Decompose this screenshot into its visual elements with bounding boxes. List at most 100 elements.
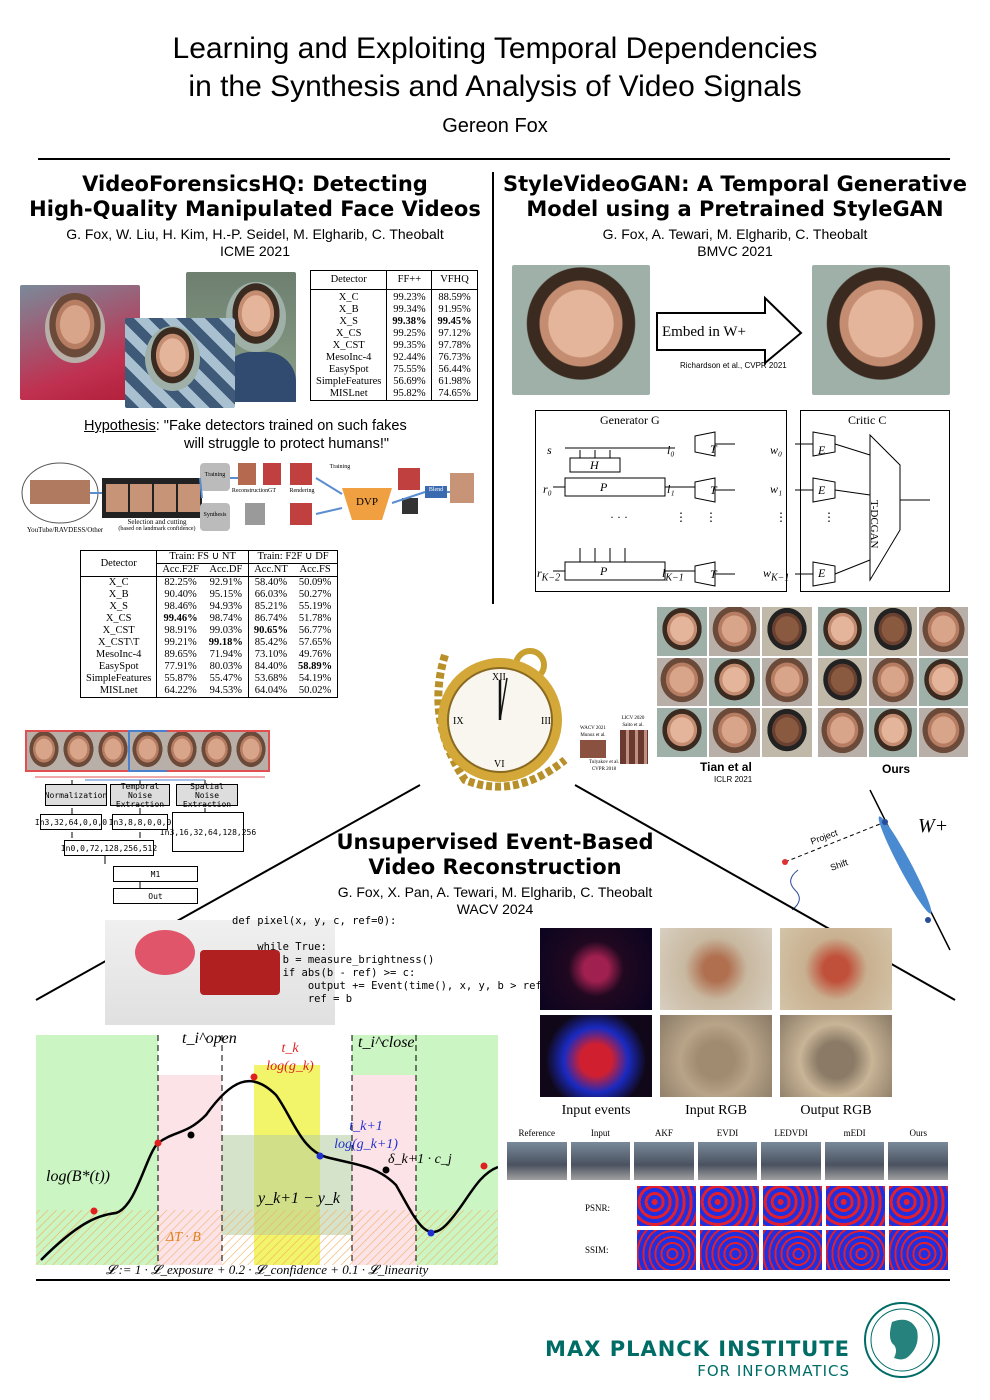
output-frame: [450, 473, 474, 503]
psnr-map: [637, 1186, 696, 1226]
output-rgb-cube: [780, 928, 892, 1010]
tian-face: [657, 607, 708, 656]
event-title-line1: Unsupervised Event-Based: [336, 830, 654, 854]
table2-value-cell: 98.74%: [209, 613, 243, 624]
table1-value-cell: 92.44%: [386, 352, 432, 364]
blend-box: [425, 486, 447, 498]
institute-sub: FOR INFORMATICS: [697, 1362, 850, 1380]
ours-face-grid: [818, 607, 968, 757]
ours-face: [818, 607, 867, 656]
table2-value-cell: 89.65%: [156, 649, 204, 661]
vfhq-pipeline: YouTube/RAVDESS/Other Selection and cutt…: [20, 458, 490, 540]
ref-thumb-2: [620, 730, 648, 764]
table1-value-cell: 95.82%: [386, 388, 432, 401]
log-gk1-text: log(g_k+1): [334, 1137, 398, 1152]
ref-saito: Saito et al.: [622, 723, 644, 728]
table1-detector-cell: X_B: [338, 304, 359, 315]
table2-value-cell: 53.68%: [247, 673, 294, 685]
event-header: Unsupervised Event-Based Video Reconstru…: [270, 830, 720, 918]
inception-box-4: In0,0,72,128,256,512: [61, 840, 157, 856]
delta-label: δ_k+1 · c_j: [388, 1152, 452, 1167]
marker-red-2: [154, 1139, 162, 1147]
lk-label: lK−1: [662, 566, 684, 584]
table1-value-cell: 74.65%: [431, 388, 478, 401]
point-blue-1: [882, 819, 888, 825]
watch-numeral-9: IX: [453, 716, 464, 727]
marker-black-1: [187, 1131, 195, 1139]
hypothesis-text-1: : "Fake detectors trained on such fakes: [155, 418, 407, 434]
hatched-area: [36, 1210, 498, 1265]
pipeline-selection-sub: (based on landmark confidence): [118, 526, 196, 532]
ours-face: [868, 708, 918, 757]
e-block-k: [812, 561, 836, 587]
table2-value-cell: 77.91%: [156, 661, 204, 673]
frame-thumb: [27, 732, 62, 770]
psnr-map: [826, 1186, 885, 1226]
generator-label: Generator G: [600, 413, 660, 427]
table1-detector-cell: X_C: [338, 292, 359, 303]
compare-frame: [888, 1142, 948, 1180]
compare-frame: [507, 1142, 567, 1180]
table1-header-vfhq: VFHQ: [431, 270, 478, 290]
r0-label: r₀: [543, 482, 552, 496]
ours-face: [868, 607, 918, 656]
compare-frame: [634, 1142, 694, 1180]
table2-value-cell: 50.09%: [298, 577, 332, 588]
l1-label: l₁: [667, 482, 675, 496]
input-frames-strip: [25, 730, 270, 772]
svg-title-line2: Model using a Pretrained StyleGAN: [526, 197, 944, 221]
tdcgan-block: [869, 433, 901, 582]
dots-col-e: ⋮: [823, 510, 835, 524]
marker-red-1: [90, 1207, 98, 1215]
tian-face: [761, 657, 812, 707]
watch-numeral-12: XII: [492, 672, 506, 683]
marker-red-4: [480, 1162, 488, 1170]
frame-thumb: [233, 732, 268, 770]
frame-thumb-center: [128, 730, 167, 772]
table2-value-cell: 55.87%: [156, 673, 204, 685]
ours-face: [919, 607, 968, 656]
table1-value-cell: 91.95%: [431, 304, 478, 316]
normalization-box: Normalization: [45, 784, 107, 806]
rk-label: rK−2: [537, 566, 561, 584]
watch-hand-minute: [499, 677, 508, 721]
compare-header: EVDI: [716, 1128, 739, 1138]
pipeline-blend: Blend: [428, 487, 444, 493]
logo-head: [889, 1319, 918, 1360]
caption-input-rgb: Input RGB: [685, 1103, 747, 1118]
table2-header-detector: Detector: [80, 550, 157, 577]
table2-detector-cell: SimpleFeatures: [86, 673, 152, 684]
table1-value-cell: 99.38%: [386, 316, 432, 328]
ssim-map: [889, 1230, 948, 1270]
critic-label: Critic C: [848, 413, 887, 427]
log-gk-text: log(g_k): [266, 1059, 314, 1074]
synth-render-frame: [290, 503, 312, 525]
table2-detector-cell: X_CST\T: [97, 637, 140, 648]
table2-value-cell: 58.89%: [298, 661, 333, 672]
table1-value-cell: 99.23%: [386, 289, 432, 304]
code-line: [232, 928, 548, 941]
table2-value-cell: 71.94%: [209, 649, 243, 660]
table1-header-ffpp: FF++: [386, 270, 432, 290]
table1-value-cell: 99.45%: [431, 316, 478, 328]
input-events-cube: [540, 928, 652, 1010]
table1-value-cell: 88.59%: [431, 289, 478, 304]
code-line: if abs(b - ref) >= c:: [232, 967, 416, 979]
table2-value-cell: 94.53%: [209, 685, 243, 696]
dtb-label: ΔT · B: [166, 1230, 201, 1245]
watch-numeral-6: VI: [494, 759, 505, 770]
tk1-label: t_k+1 log(g_k+1): [326, 1118, 406, 1154]
wplus-projection: [782, 789, 951, 951]
t-close-label: t_i^close: [358, 1034, 415, 1051]
gan-input-arrows: [579, 450, 626, 562]
marker-red-3: [250, 1073, 258, 1081]
table2-detector-cell: MesoInc-4: [95, 649, 142, 660]
ssim-map: [637, 1230, 696, 1270]
table2-value-cell: 51.78%: [298, 613, 332, 624]
p-label-bottom: P: [600, 564, 608, 578]
header-divider: [38, 158, 950, 160]
